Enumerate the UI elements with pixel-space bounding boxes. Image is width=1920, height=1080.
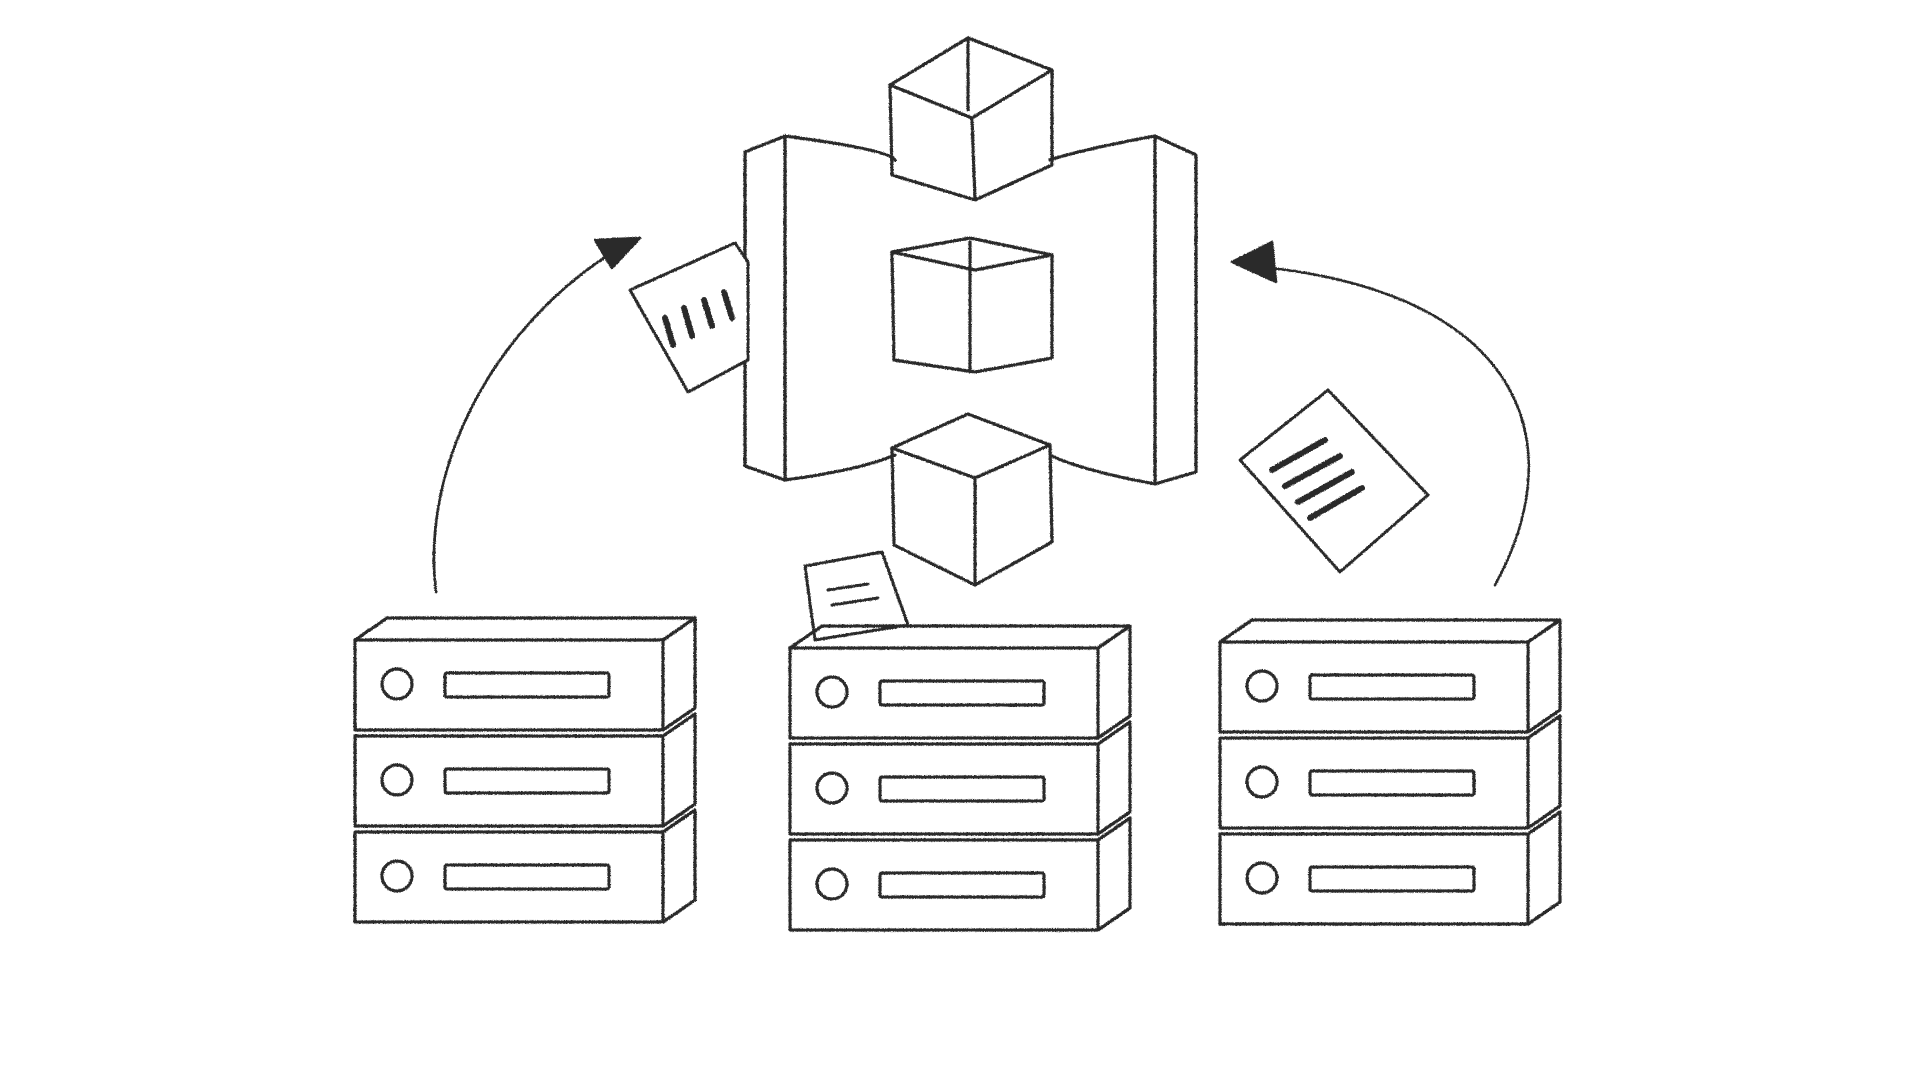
central-hub-icon xyxy=(743,134,1198,486)
server-unit xyxy=(788,720,1132,836)
server-stack-icon xyxy=(353,616,697,924)
server-light-icon xyxy=(815,867,849,901)
server-slot-icon xyxy=(878,775,1046,803)
server-slot-icon xyxy=(443,671,611,699)
server-light-icon xyxy=(1245,861,1279,895)
server-slot-icon xyxy=(443,767,611,795)
document-icon-right xyxy=(1238,388,1430,574)
server-light-icon xyxy=(380,859,414,893)
curved-arrow-icon-right xyxy=(1230,240,1531,587)
server-slot-icon xyxy=(878,871,1046,899)
server-light-icon xyxy=(380,667,414,701)
server-unit xyxy=(1218,810,1562,926)
server-slot-icon xyxy=(1308,865,1476,893)
server-stack-icon xyxy=(1218,618,1562,926)
server-slot-icon xyxy=(1308,673,1476,701)
hub-cube-middle xyxy=(890,236,1054,374)
server-slot-icon xyxy=(443,863,611,891)
server-light-icon xyxy=(1245,669,1279,703)
server-unit xyxy=(1218,618,1562,734)
server-unit xyxy=(353,616,697,732)
hub-cube-bottom xyxy=(890,412,1054,587)
server-stack-icon xyxy=(788,624,1132,932)
server-light-icon xyxy=(1245,765,1279,799)
server-unit xyxy=(788,816,1132,932)
server-stacks xyxy=(353,616,1562,932)
server-unit xyxy=(788,624,1132,740)
server-slot-icon xyxy=(878,679,1046,707)
curved-arrow-icon-left xyxy=(432,236,642,594)
server-unit xyxy=(1218,714,1562,830)
server-light-icon xyxy=(815,771,849,805)
hub-cube-top xyxy=(888,36,1054,202)
document-icon-left xyxy=(628,241,750,394)
server-light-icon xyxy=(815,675,849,709)
server-slot-icon xyxy=(1308,769,1476,797)
server-unit xyxy=(353,808,697,924)
server-unit xyxy=(353,712,697,828)
server-light-icon xyxy=(380,763,414,797)
